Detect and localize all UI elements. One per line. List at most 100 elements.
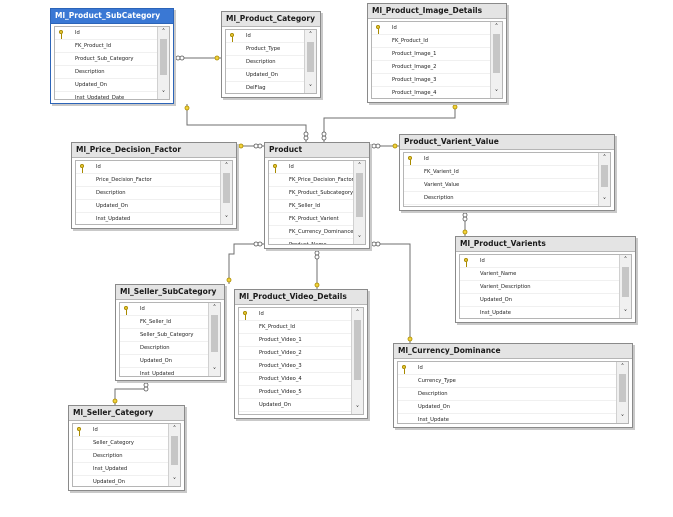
column-row[interactable]: FK_Product_Varient: [269, 213, 353, 226]
scroll-thumb[interactable]: [354, 320, 361, 380]
scroll-thumb[interactable]: [223, 173, 230, 203]
column-row[interactable]: Description: [73, 450, 168, 463]
scroll-up-icon[interactable]: ˄: [494, 23, 499, 31]
column-row[interactable]: Id: [269, 161, 353, 174]
scroll-down-icon[interactable]: ˅: [602, 197, 607, 205]
column-row[interactable]: Product_Video_3: [239, 360, 351, 373]
scroll-up-icon[interactable]: ˄: [308, 31, 313, 39]
scroll-up-icon[interactable]: ˄: [161, 28, 166, 36]
scroll-down-icon[interactable]: ˅: [494, 89, 499, 97]
vertical-scrollbar[interactable]: ˄˅: [351, 308, 363, 414]
column-row[interactable]: Updated_On: [239, 399, 351, 412]
column-row[interactable]: Updated_On: [404, 205, 598, 206]
column-row[interactable]: Id: [398, 362, 616, 375]
vertical-scrollbar[interactable]: ˄˅: [616, 362, 628, 423]
scroll-up-icon[interactable]: ˄: [357, 162, 362, 170]
column-row[interactable]: Product_Video_4: [239, 373, 351, 386]
table-title[interactable]: Ml_Product_SubCategory: [51, 9, 173, 24]
vertical-scrollbar[interactable]: ˄˅: [208, 303, 220, 376]
column-row[interactable]: Inst_Updated: [120, 368, 208, 376]
scroll-down-icon[interactable]: ˅: [161, 90, 166, 98]
column-row[interactable]: Seller_Sub_Category: [120, 329, 208, 342]
scroll-thumb[interactable]: [601, 165, 608, 187]
scroll-down-icon[interactable]: ˅: [357, 235, 362, 243]
column-row[interactable]: FK_Varient_Id: [404, 166, 598, 179]
column-row[interactable]: FK_Seller_Id: [269, 200, 353, 213]
scroll-thumb[interactable]: [619, 374, 626, 402]
column-list[interactable]: IdFK_Varient_IdVarient_ValueDescriptionU…: [403, 152, 611, 207]
scroll-thumb[interactable]: [493, 34, 500, 73]
column-row[interactable]: Updated_On: [76, 200, 220, 213]
column-row[interactable]: DelFlag: [226, 82, 304, 93]
column-row[interactable]: Id: [460, 255, 619, 268]
column-row[interactable]: Varient_Value: [404, 179, 598, 192]
relationship-varvalue-varients[interactable]: [462, 211, 468, 236]
column-row[interactable]: Updated_On: [398, 401, 616, 414]
column-row[interactable]: Id: [239, 308, 351, 321]
column-row[interactable]: Description: [55, 66, 157, 79]
relationship-sellersub-sellercat[interactable]: [112, 381, 149, 405]
scroll-down-icon[interactable]: ˅: [212, 367, 217, 375]
column-row[interactable]: Product_Image_1: [372, 48, 490, 61]
scroll-thumb[interactable]: [356, 173, 363, 217]
scroll-down-icon[interactable]: ˅: [308, 84, 313, 92]
column-row[interactable]: Product_Video_2: [239, 347, 351, 360]
column-row[interactable]: Inst_Update: [398, 414, 616, 423]
scroll-thumb[interactable]: [307, 42, 314, 72]
scroll-up-icon[interactable]: ˄: [602, 154, 607, 162]
vertical-scrollbar[interactable]: ˄˅: [168, 424, 180, 486]
table-title[interactable]: Ml_Product_Varients: [456, 237, 635, 252]
table-title[interactable]: Ml_Seller_SubCategory: [116, 285, 224, 300]
column-row[interactable]: Product_Video_1: [239, 334, 351, 347]
scroll-up-icon[interactable]: ˄: [212, 304, 217, 312]
column-row[interactable]: Updated_On: [226, 69, 304, 82]
vertical-scrollbar[interactable]: ˄˅: [157, 27, 169, 99]
column-row[interactable]: Currency_Type: [398, 375, 616, 388]
vertical-scrollbar[interactable]: ˄˅: [619, 255, 631, 318]
column-row[interactable]: Product_Name: [269, 239, 353, 244]
column-row[interactable]: Product_Type: [226, 43, 304, 56]
relationship-subcategory-category[interactable]: [174, 55, 221, 61]
column-row[interactable]: FK_Seller_Id: [120, 316, 208, 329]
column-row[interactable]: Inst_Updated: [73, 463, 168, 476]
scroll-down-icon[interactable]: ˅: [172, 477, 177, 485]
scroll-thumb[interactable]: [171, 436, 178, 465]
column-row[interactable]: Varient_Name: [460, 268, 619, 281]
vertical-scrollbar[interactable]: ˄˅: [598, 153, 610, 206]
scroll-thumb[interactable]: [211, 315, 218, 352]
vertical-scrollbar[interactable]: ˄˅: [220, 161, 232, 224]
relationship-product-video[interactable]: [314, 249, 320, 289]
table-title[interactable]: Ml_Price_Decision_Factor: [72, 143, 236, 158]
column-row[interactable]: Id: [404, 153, 598, 166]
column-row[interactable]: Updated_On: [73, 476, 168, 486]
column-row[interactable]: Product_Video_5: [239, 386, 351, 399]
column-row[interactable]: Seller_Category: [73, 437, 168, 450]
scroll-down-icon[interactable]: ˅: [355, 405, 360, 413]
column-row[interactable]: Updated_On: [55, 79, 157, 92]
vertical-scrollbar[interactable]: ˄˅: [304, 30, 316, 93]
column-row[interactable]: Id: [372, 22, 490, 35]
table-title[interactable]: Ml_Product_Category: [222, 12, 320, 27]
table-title[interactable]: Ml_Product_Video_Details: [235, 290, 367, 305]
column-row[interactable]: Product_Image_3: [372, 74, 490, 87]
scroll-down-icon[interactable]: ˅: [620, 414, 625, 422]
column-row[interactable]: Varient_Description: [460, 281, 619, 294]
column-row[interactable]: FK_Product_Id: [55, 40, 157, 53]
column-row[interactable]: Inst_Update: [460, 307, 619, 318]
column-row[interactable]: Id: [73, 424, 168, 437]
